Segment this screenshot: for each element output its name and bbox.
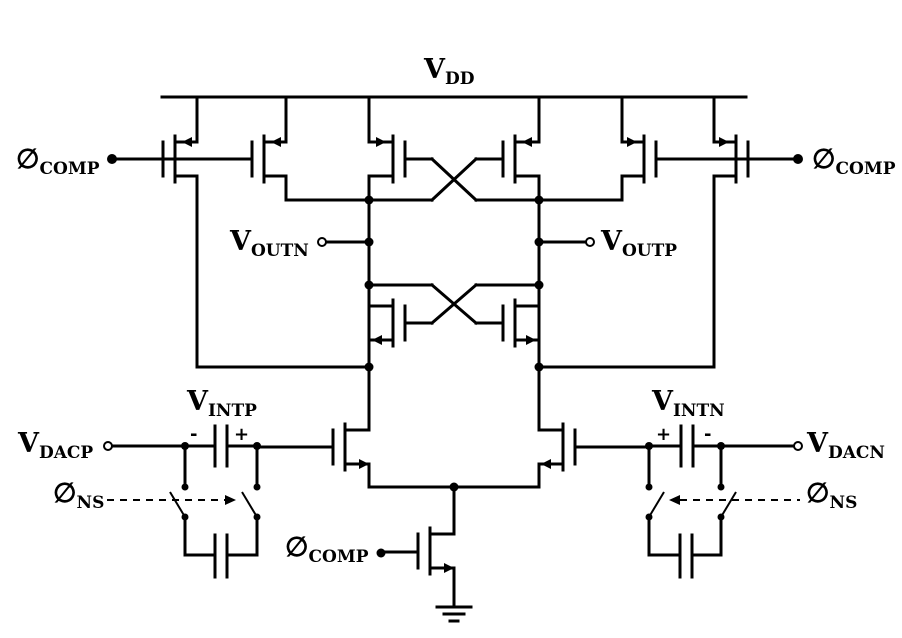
nmos-latch-left [367, 282, 541, 367]
junction-dot [364, 195, 374, 205]
pmos-reset-outer-left [161, 95, 199, 369]
voutn-terminal [317, 237, 327, 247]
pmos-latch-right [367, 95, 541, 367]
switch-contact [645, 483, 653, 491]
cap-right-plus: + [656, 424, 671, 445]
voutp-terminal [585, 237, 595, 247]
phi-ns-left-label: ∅NS [53, 478, 104, 513]
pmos-reset-outer-right [712, 95, 750, 369]
switch-contact [253, 483, 261, 491]
nmos-tail [379, 485, 456, 608]
vdacn-label: VDACN [806, 428, 885, 463]
vdd-label: VDD [423, 54, 475, 89]
switch-left-b [241, 491, 258, 518]
junction-dot [181, 442, 189, 450]
cap-left-plus: + [234, 424, 249, 445]
voutn-label: VOUTN [229, 226, 309, 261]
cap-right-minus: - [704, 424, 711, 445]
junction-dot [364, 280, 374, 290]
nmos-input-right [537, 365, 651, 489]
capacitor-ns-left [183, 515, 259, 579]
switch-left-a [169, 491, 186, 518]
phi-ns-left-arrow [225, 495, 236, 505]
phi-comp-right-terminal [793, 154, 803, 164]
phi-ns-right-label: ∅NS [806, 478, 857, 513]
junction-dot [645, 442, 653, 450]
junction-dot [534, 237, 544, 247]
switch-contact [181, 483, 189, 491]
capacitor-vintp [213, 424, 259, 468]
junction-dot [253, 442, 261, 450]
phi-ns-right-arrow [669, 495, 680, 505]
switch-right-b [720, 491, 737, 518]
capacitor-ns-right [647, 515, 723, 579]
junction-dot [534, 280, 544, 290]
phi-comp-left-label: ∅COMP [16, 144, 100, 179]
vintp-label: VINTP [186, 386, 257, 421]
switch-right-a [648, 491, 665, 518]
pmos-reset-inner-right [537, 95, 658, 202]
phi-comp-tail-label: ∅COMP [285, 532, 369, 567]
vintn-label: VINTN [651, 386, 725, 421]
junction-dot [534, 195, 544, 205]
phi-comp-tail-terminal [376, 548, 386, 558]
nmos-latch-right [367, 282, 541, 348]
switch-contact [717, 483, 725, 491]
junction-dot [364, 237, 374, 247]
ground-icon [435, 605, 473, 623]
pmos-reset-inner-left [250, 95, 371, 202]
cap-left-minus: - [190, 424, 197, 445]
vdacp-label: VDACP [17, 428, 93, 463]
phi-comp-left-terminal [107, 154, 117, 164]
capacitor-vintn [647, 424, 695, 468]
vdacp-terminal [103, 441, 113, 451]
vdacn-terminal [793, 441, 803, 451]
nmos-input-left [255, 365, 371, 489]
junction-dot [717, 442, 725, 450]
phi-comp-right-label: ∅COMP [812, 144, 896, 179]
voutp-label: VOUTP [600, 226, 677, 261]
